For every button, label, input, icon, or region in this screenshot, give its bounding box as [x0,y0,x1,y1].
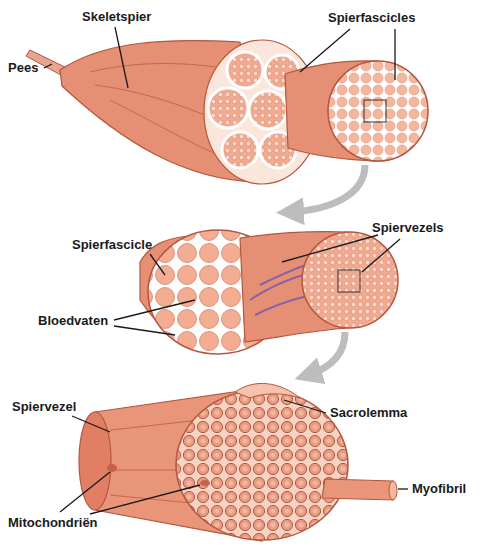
leader-line [394,29,395,80]
part-label: Mitochondriën [8,515,98,531]
part-label: Pees [8,60,38,76]
part-label: Spiervezels [372,220,444,236]
fascicle [208,88,248,128]
skeletal-muscle [26,40,428,212]
sarcolemma-flap [235,383,300,398]
fiber-cross-section [176,390,348,540]
leader-line [90,485,200,514]
zoom-arrow [290,165,365,212]
fascicle [222,132,258,168]
leader-line [72,416,110,432]
leader-line [44,64,52,68]
myofibril-end [389,481,397,500]
part-label: Bloedvaten [38,313,108,329]
fiber-end [79,412,111,510]
part-label: Myofibril [412,481,466,497]
leader-line [362,239,400,272]
leader-line [284,400,326,413]
muscle-belly [60,40,262,182]
leader-line [115,27,128,88]
part-label: Spierfascicle [72,237,152,253]
leader-line [282,235,378,262]
leader-line [150,254,165,275]
fascicle-cross-section [328,61,428,161]
fascicle [227,52,263,88]
leader-line [114,326,175,335]
leader-line [114,300,195,320]
mitochondrion [107,464,117,472]
zoom-box [338,270,360,292]
leader-lines [44,27,408,514]
part-label: Sacrolemma [330,405,407,421]
part-label: Skeletspier [82,9,151,25]
fiber-bundle-cross-section [302,232,398,328]
part-label: Spiervezel [12,399,76,415]
part-label: Spierfascicles [328,10,415,26]
zoom-arrow [308,332,345,375]
mitochondrion [200,480,210,486]
leader-line [300,29,350,72]
leader-line [398,488,408,489]
fascicle [249,91,287,129]
fascicle-illustration [140,230,398,375]
myofibril-rod [322,479,393,500]
leader-line [60,472,110,512]
zoom-box [364,100,386,122]
